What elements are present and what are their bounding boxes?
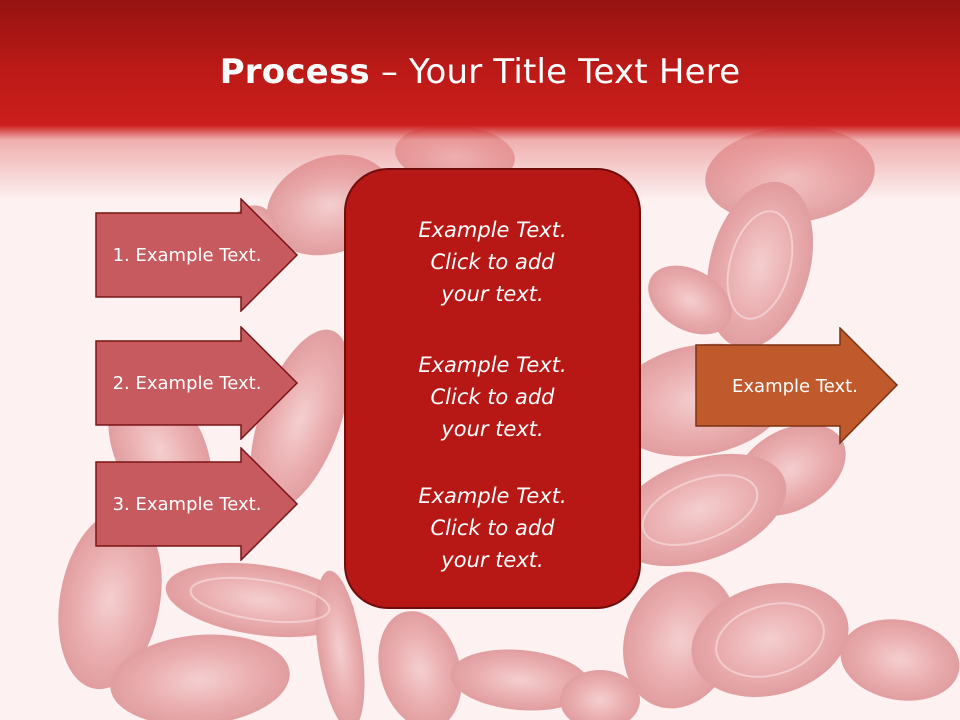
center-process-box[interactable]: Example Text. Click to add your text. Ex… [344, 168, 641, 609]
center-line: Click to add [430, 516, 555, 540]
step-arrow-2[interactable]: 2. Example Text. [95, 326, 299, 440]
center-text-block-1: Example Text. Click to add your text. [346, 214, 639, 310]
title-rest: – Your Title Text Here [369, 52, 741, 92]
step-arrow-3[interactable]: 3. Example Text. [95, 447, 299, 561]
arrow-right-icon [95, 447, 299, 561]
slide-title[interactable]: Process – Your Title Text Here [0, 52, 960, 92]
center-line: Click to add [430, 250, 555, 274]
center-line: your text. [441, 417, 544, 441]
step-label-1: 1. Example Text. [112, 244, 262, 266]
step-label-2: 2. Example Text. [112, 372, 262, 394]
center-line: Click to add [430, 385, 555, 409]
center-line: Example Text. [418, 353, 567, 377]
output-label: Example Text. [732, 375, 858, 397]
center-text-block-3: Example Text. Click to add your text. [346, 480, 639, 576]
center-text-block-2: Example Text. Click to add your text. [346, 349, 639, 445]
arrow-right-icon [95, 326, 299, 440]
center-line: your text. [441, 548, 544, 572]
center-line: your text. [441, 282, 544, 306]
step-label-3: 3. Example Text. [112, 493, 262, 515]
title-bold: Process [219, 52, 370, 92]
center-line: Example Text. [418, 484, 567, 508]
arrow-right-icon [95, 198, 299, 312]
center-line: Example Text. [418, 218, 567, 242]
step-arrow-1[interactable]: 1. Example Text. [95, 198, 299, 312]
output-arrow[interactable]: Example Text. [695, 327, 899, 445]
arrow-right-icon [695, 327, 899, 445]
title-banner [0, 0, 960, 200]
